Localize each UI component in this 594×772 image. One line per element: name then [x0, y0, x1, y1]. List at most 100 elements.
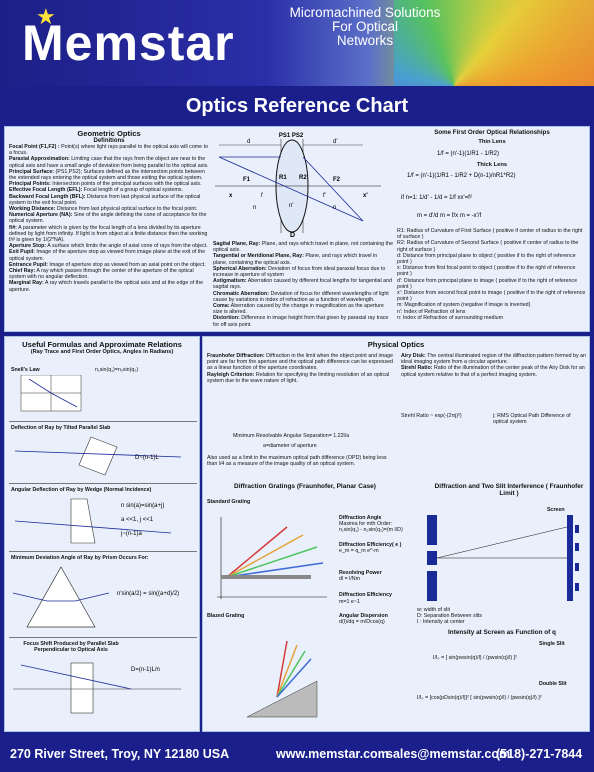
ray-1	[218, 156, 364, 222]
svg-text:D~(n-1)L: D~(n-1)L	[135, 455, 160, 461]
standard-grating-label: Standard Grating	[207, 499, 251, 505]
definitions-list: Focal Point (F1,F2) : Point(s) where lig…	[9, 144, 209, 293]
legend-item: m: Magnification of system (negative if …	[397, 302, 531, 309]
aberrations-list: Sagital Plane, Ray: Plane, and rays whic…	[213, 241, 393, 328]
rainbow-graphic	[394, 0, 594, 86]
definition-item: Chromatic Aberration: Deviation of focus…	[213, 290, 389, 303]
single-slit-label: Single Slit	[539, 641, 565, 647]
snell-label: Snell's Law	[11, 367, 40, 373]
lens-diagram: PS1 PS2 d d' F1 F2 R1 R2 x x' f f' n n' …	[215, 133, 381, 239]
definition-item: Coma: Aberration caused by the change in…	[213, 303, 384, 316]
thin-lens-heading: Thin Lens	[478, 139, 506, 145]
standard-grating-diagram	[217, 517, 327, 599]
lens-equations: 1/f = (n'-1)(1/R1 - 1/R2) 1/f = (n'-1)(1…	[401, 151, 516, 219]
definition-item: Exit Pupil: Image of the aperture stop a…	[9, 249, 206, 262]
legend-item: R2: Radius of Curvature of Second Surfac…	[397, 240, 579, 253]
legend-item: d': Distance from principal plane to ima…	[397, 277, 578, 290]
definition-item: Backward Focal Length (BFL): Distance fr…	[9, 193, 201, 206]
n-label-2: n	[333, 205, 336, 211]
legend-item: n': Index of Refraction of lens	[397, 308, 466, 315]
first-order-block: Some First Order Optical Relationships T…	[397, 129, 587, 321]
definition-item: Spherical Aberration: Deviation of focus…	[213, 265, 386, 279]
svg-text:1/f = (n'-1)(1/R1 - 1/R2 + D(n: 1/f = (n'-1)(1/R1 - 1/R2 + D(n-1)/nR1*R2…	[407, 173, 516, 179]
definitions-heading: Definitions	[93, 138, 125, 144]
definition-item: Distortion: Difference in image height f…	[213, 315, 389, 328]
formulas-panel: Useful Formulas and Approximate Relation…	[4, 336, 200, 732]
definition-item: Marginal Ray: A ray which travels parall…	[9, 280, 204, 293]
legend-item: x': Distance from second focal point to …	[397, 290, 586, 303]
fp-label: f'	[323, 193, 326, 199]
definition-item: Chief Ray: A ray which passes through th…	[9, 268, 194, 281]
x-label: x	[229, 193, 233, 199]
physical-left-text: Fraunhofer Diffraction: Diffraction in t…	[207, 353, 397, 384]
physical-optics-panel: Physical Optics Fraunhofer Diffraction: …	[202, 336, 590, 732]
r2-label: R2	[299, 175, 307, 181]
formulas-heading: Useful Formulas and Approximate Relation…	[22, 340, 182, 349]
f-label: f	[261, 193, 263, 199]
svg-text:1/f = (n'-1)(1/R1 - 1/R2): 1/f = (n'-1)(1/R1 - 1/R2)	[437, 151, 499, 157]
svg-text:D=(n-1)L/n: D=(n-1)L/n	[131, 667, 160, 673]
n-label: n	[253, 205, 256, 211]
definition-item: Effective Focal Length (EFL): Focal leng…	[9, 187, 183, 194]
memstar-logo: Memstar	[22, 15, 235, 71]
ray-3	[302, 156, 364, 222]
physical-right-text: Airy Disk: The central illuminated regio…	[401, 353, 587, 378]
first-order-legend: R1: Radius of Curvature of First Surface…	[397, 228, 587, 321]
definition-item: Sagital Plane, Ray: Plane, and rays whic…	[213, 241, 393, 254]
geometric-optics-panel: Geometric Optics Definitions Focal Point…	[4, 126, 590, 332]
focus-shift-diagram: D=(n-1)L/n	[13, 662, 181, 714]
snell-diagram	[20, 375, 82, 412]
resolution-formula: Minimum Resolvable Angular Separation= 1…	[233, 433, 350, 439]
gratings-heading: Diffraction Gratings (Fraunhofer, Planar…	[234, 483, 376, 490]
legend-item: R1: Radius of Curvature of First Surface…	[397, 228, 583, 241]
double-slit-formula: I/I₀ = [cos(pDsin(q)/l)]² [ sin(pwsin(q)…	[417, 695, 542, 701]
svg-text:n sin(a)=sin(a+j): n sin(a)=sin(a+j)	[121, 503, 164, 509]
two-slit-heading: Diffraction and Two Slit Interference ( …	[434, 483, 584, 497]
wedge-diagram: n sin(a)=sin(a+j) a <<1, j <<1 j~(n-1)a	[14, 498, 172, 544]
definition-item: Paraxial Approximation: Limiting case th…	[9, 156, 209, 169]
svg-text:n'sin(a/2) = sin((a+d)/2): n'sin(a/2) = sin((a+d)/2)	[117, 591, 179, 597]
email-link[interactable]: sales@memstar.com	[386, 747, 511, 761]
geometric-heading: Geometric Optics	[77, 129, 141, 138]
definition-item: f/#: A parameter which is given by the f…	[9, 224, 208, 244]
tilted-slab-diagram: D~(n-1)L	[14, 436, 182, 476]
tilted-slab-label: Deflection of Ray by Tilted Parallel Sla…	[11, 425, 111, 431]
r1-label: R1	[279, 175, 287, 181]
website-link[interactable]: www.memstar.com	[276, 747, 389, 761]
formulas-subheading: (Ray Trace and First Order Optics, Angle…	[30, 349, 174, 355]
ps-label: PS1 PS2	[279, 133, 304, 139]
definition-item: Aperture Stop: A surface which limits th…	[9, 243, 208, 250]
prism-label: Minimum Deviation Angle of Ray by Prism …	[11, 555, 149, 561]
grating-equations: Diffraction Angle Maxima for mth Order: …	[339, 515, 403, 626]
legend-item: x: Distance from first focal point to ob…	[397, 265, 576, 278]
f1-label: F1	[243, 177, 251, 183]
prism-diagram: n'sin(a/2) = sin((a+d)/2)	[12, 566, 179, 628]
strehl-formula: Strehl Ratio ~ exp(-(2πj)²)	[401, 413, 462, 419]
definition-item: Focal Point (F1,F2) : Point(s) where lig…	[9, 144, 209, 157]
np-label: n'	[289, 203, 293, 209]
definition-item: Numerical Aperture (NA): Sine of the ang…	[9, 212, 207, 225]
physical-heading: Physical Optics	[367, 340, 425, 349]
aperture-label: D	[290, 232, 295, 239]
two-slit-diagram	[427, 515, 579, 601]
definition-item: Strehl Ratio: Ratio of the illumination …	[401, 365, 585, 378]
wedge-label: Angular Deflection of Ray by Wedge (Norm…	[11, 487, 152, 493]
legend-item: n: Index of Refraction of surrounding me…	[397, 314, 503, 321]
star-icon: ★	[36, 4, 56, 29]
definition-item: Tangential or Meridional Plane, Ray: Pla…	[213, 253, 378, 266]
xp-label: x'	[363, 193, 368, 199]
divider	[9, 637, 197, 638]
svg-text:m = d'/d m = f/x m = -: m = d'/d m = f/x m = -x'/f	[417, 213, 481, 219]
svg-text:j~(n-1)a: j~(n-1)a	[120, 531, 143, 537]
phone: (518)-271-7844	[496, 747, 583, 761]
definitions-block: Geometric Optics Definitions Focal Point…	[9, 129, 209, 293]
thick-lens-heading: Thick Lens	[476, 162, 508, 168]
definition-item: Fraunhofer Diffraction: Diffraction in t…	[207, 353, 393, 372]
svg-text:a <<1, j <<1: a <<1, j <<1	[121, 517, 154, 523]
intensity-heading: Intensity at Screen as Function of q	[448, 629, 556, 636]
definition-item: Rayleigh Criterion: Relation for specify…	[207, 371, 390, 384]
divider	[9, 483, 197, 484]
screen-label: Screen	[547, 507, 565, 513]
